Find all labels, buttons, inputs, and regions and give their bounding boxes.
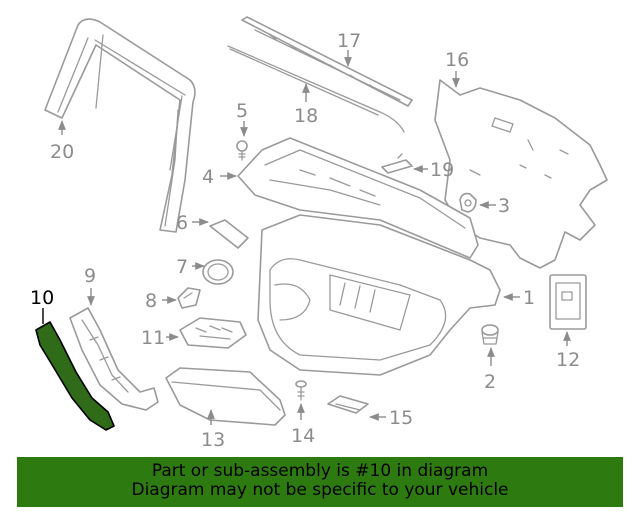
callout-12: 12 — [556, 349, 580, 371]
part-10-armrest-trim-highlighted[interactable] — [35, 321, 115, 431]
part-2-grommet[interactable] — [481, 324, 499, 345]
part-8-handle-insert[interactable] — [177, 287, 201, 309]
callout-16: 16 — [445, 49, 469, 71]
part-6-tweeter-cover[interactable] — [209, 219, 249, 249]
part-15-courtesy-lamp[interactable] — [327, 395, 369, 414]
part-20-window-frame[interactable] — [44, 18, 196, 233]
part-9-armrest-support[interactable] — [69, 307, 159, 411]
part-17-window-seal[interactable] — [241, 16, 413, 107]
callout-5: 5 — [236, 100, 248, 122]
part-1-door-panel[interactable] — [257, 214, 501, 376]
callout-10: 10 — [30, 287, 54, 309]
callout-8: 8 — [145, 290, 157, 312]
callout-14: 14 — [291, 425, 315, 447]
callout-20: 20 — [50, 141, 74, 163]
callout-9: 9 — [84, 265, 96, 287]
part-13-door-pocket[interactable] — [165, 367, 286, 426]
part-5-screw[interactable] — [236, 140, 248, 161]
part-4-upper-trim[interactable] — [237, 137, 479, 259]
callout-3: 3 — [498, 195, 510, 217]
callout-2: 2 — [484, 371, 496, 393]
callout-7: 7 — [176, 256, 188, 278]
part-3-button[interactable] — [459, 192, 477, 213]
part-16-insulation-panel[interactable] — [434, 79, 608, 269]
callout-19: 19 — [430, 159, 454, 181]
callout-15: 15 — [389, 407, 413, 429]
part-14-push-pin[interactable] — [295, 380, 307, 401]
part-12-switch-module[interactable] — [549, 274, 587, 330]
part-notice-banner: Part or sub-assembly is #10 in diagram D… — [17, 457, 623, 507]
part-7-speaker-grille[interactable] — [202, 259, 234, 285]
callout-13: 13 — [201, 429, 225, 451]
part-11-switch-bezel[interactable] — [179, 317, 247, 349]
part-18-trim-strip[interactable] — [227, 45, 405, 133]
callout-6: 6 — [176, 212, 188, 234]
part-19-clip[interactable] — [381, 153, 413, 174]
callout-4: 4 — [202, 166, 214, 188]
part-notice-line: Part or sub-assembly is #10 in diagram — [151, 461, 489, 481]
callout-1: 1 — [523, 287, 535, 309]
callout-18: 18 — [294, 105, 318, 127]
diagram-disclaimer-line: Diagram may not be specific to your vehi… — [131, 480, 509, 500]
callout-17: 17 — [337, 30, 361, 52]
callout-11: 11 — [141, 327, 165, 349]
